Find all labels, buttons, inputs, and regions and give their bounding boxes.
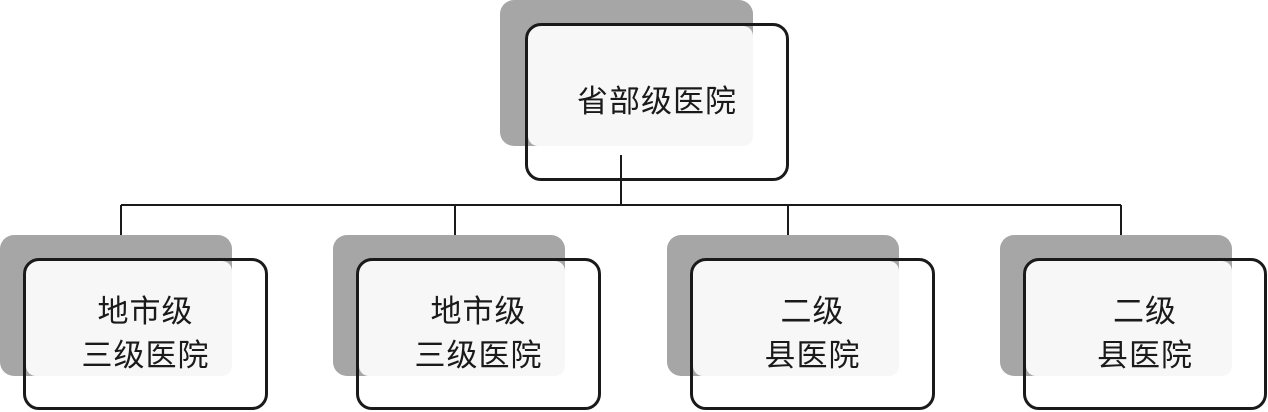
child-node-3-fill [693, 261, 899, 376]
child-node-2-fill [359, 261, 565, 376]
child-node-3-label: 二级 县医院 [690, 258, 935, 410]
child-node-2-line-2: 三级医院 [414, 338, 543, 374]
child-node-4-label: 二级 县医院 [1023, 258, 1267, 410]
child-node-1-line-1: 地市级 [97, 294, 194, 330]
child-node-4-line-2: 县医院 [1097, 338, 1193, 374]
child-node-1-label: 地市级 三级医院 [23, 258, 268, 410]
root-node-fill [528, 26, 753, 146]
child-node-4-fill [1026, 261, 1232, 376]
child-node-1-line-2: 三级医院 [81, 338, 210, 374]
child-node-1-fill [26, 261, 232, 376]
child-node-1 [23, 258, 268, 410]
child-node-3 [690, 258, 935, 410]
child-node-4 [1023, 258, 1267, 410]
child-node-4-line-1: 二级 [1113, 294, 1177, 330]
root-node-line-1: 省部级医院 [577, 84, 737, 120]
child-node-3-line-2: 县医院 [764, 338, 861, 374]
child-node-2 [356, 258, 601, 410]
child-node-2-line-1: 地市级 [430, 294, 527, 330]
child-node-2-label: 地市级 三级医院 [356, 258, 601, 410]
child-node-3-line-1: 二级 [780, 294, 845, 330]
root-node-label: 省部级医院 [525, 23, 789, 181]
root-node [525, 23, 789, 181]
